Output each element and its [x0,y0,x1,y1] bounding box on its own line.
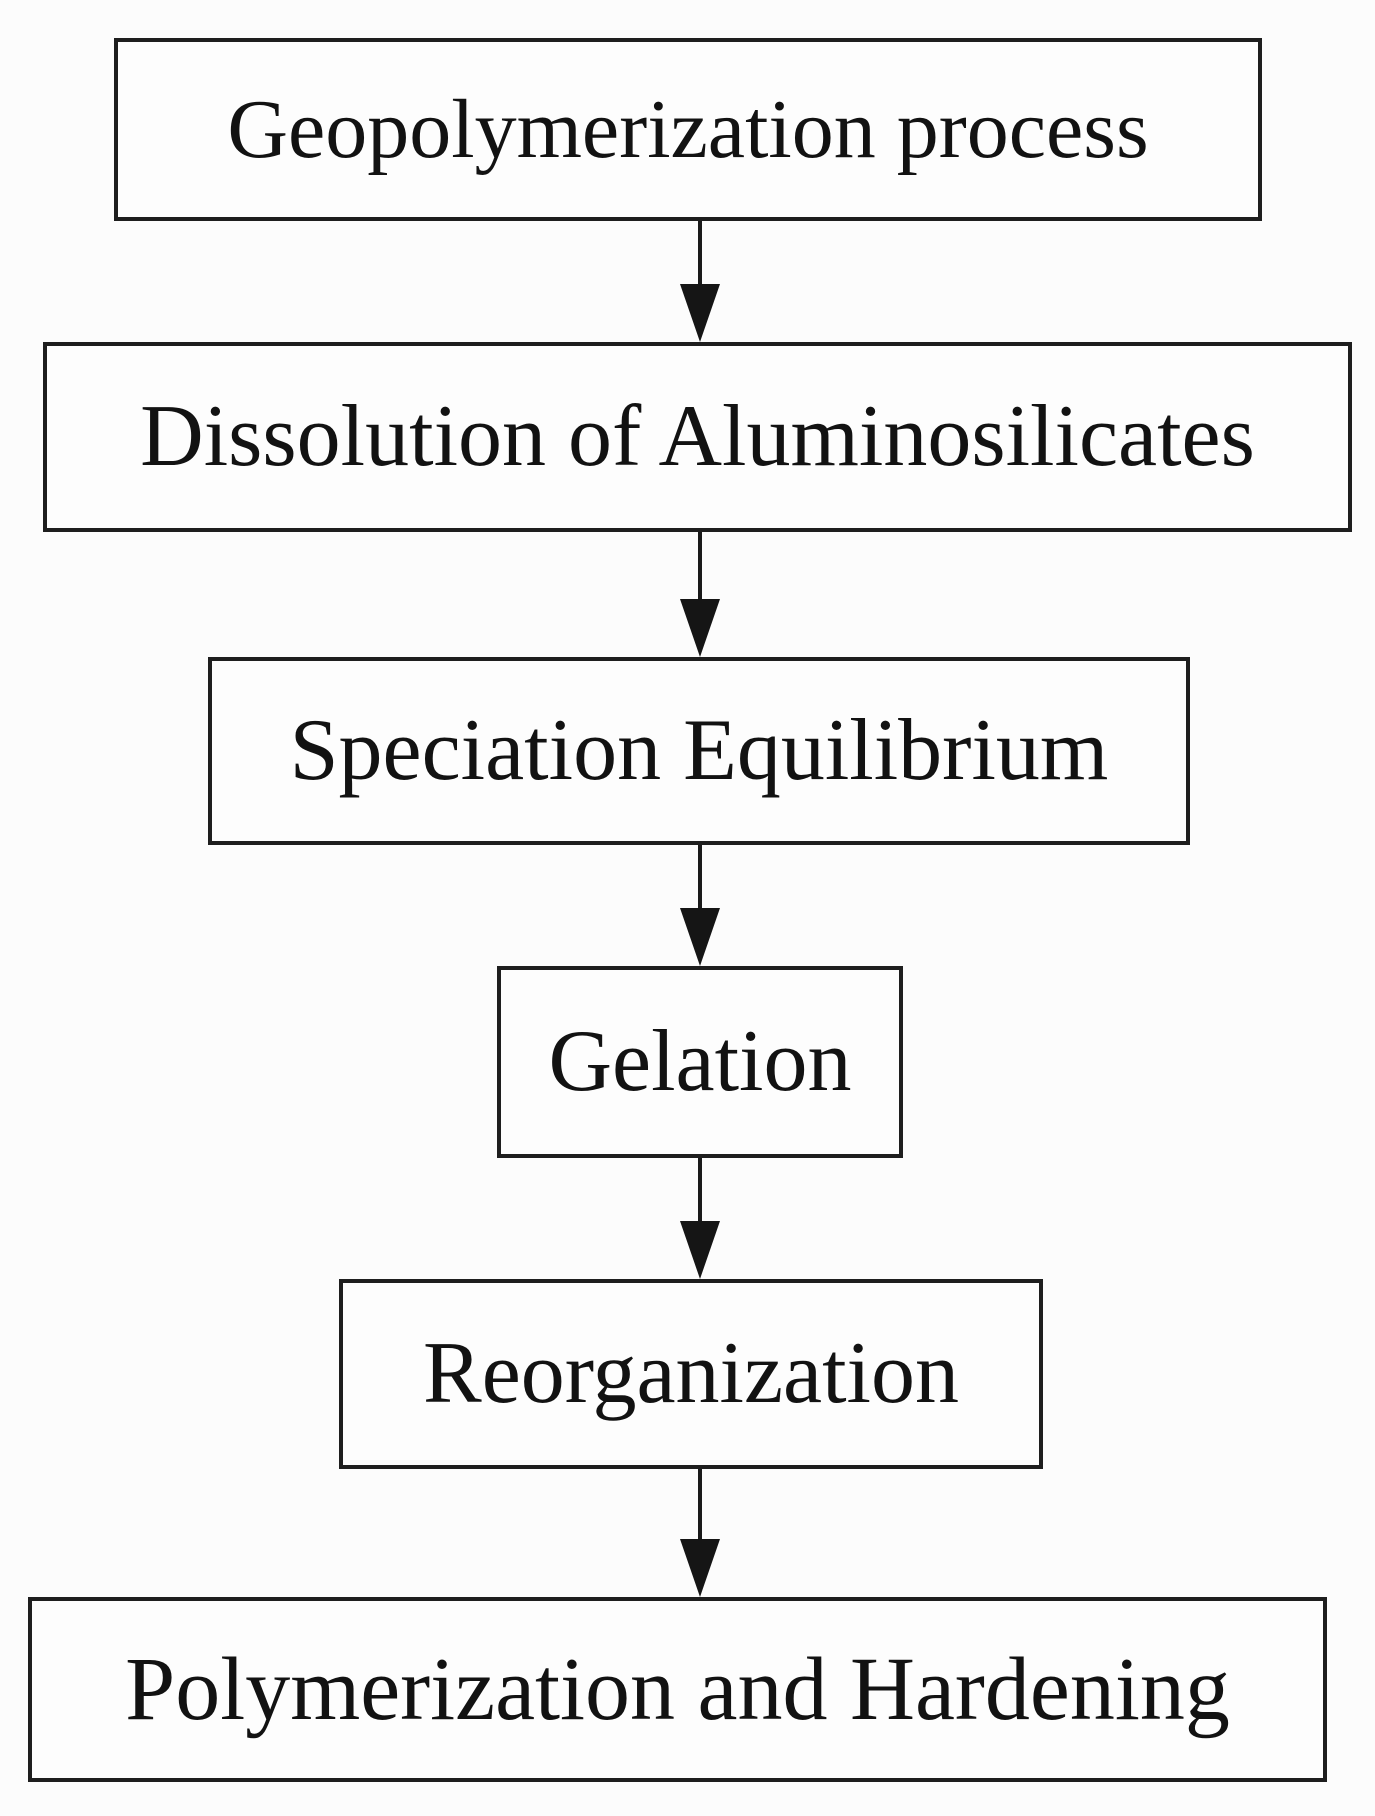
flow-step-label: Dissolution of Aluminosilicates [140,388,1255,485]
arrow-stem [698,1158,702,1221]
arrow-stem [698,221,702,284]
down-arrow-connector-2 [678,532,722,657]
flow-step-label: Reorganization [423,1325,959,1422]
flow-step-speciation-equilibrium: Speciation Equilibrium [208,657,1190,845]
down-arrow-icon [680,599,720,657]
arrow-stem [698,1469,702,1539]
down-arrow-connector-3 [678,845,722,966]
down-arrow-icon [680,284,720,342]
flow-step-gelation: Gelation [497,966,903,1158]
flow-step-geopolymerization-process: Geopolymerization process [114,38,1262,221]
flow-step-label: Polymerization and Hardening [125,1639,1230,1739]
flow-step-dissolution-of-aluminosilicates: Dissolution of Aluminosilicates [43,342,1352,532]
arrow-stem [698,532,702,599]
down-arrow-connector-1 [678,221,722,342]
flow-step-polymerization-and-hardening: Polymerization and Hardening [28,1597,1327,1782]
flow-step-label: Gelation [548,1013,852,1110]
flow-step-reorganization: Reorganization [339,1279,1043,1469]
flow-step-label: Geopolymerization process [227,82,1149,176]
down-arrow-connector-5 [678,1469,722,1597]
down-arrow-icon [680,1539,720,1597]
down-arrow-connector-4 [678,1158,722,1279]
flow-step-label: Speciation Equilibrium [289,702,1109,799]
arrow-stem [698,845,702,908]
down-arrow-icon [680,1221,720,1279]
down-arrow-icon [680,908,720,966]
